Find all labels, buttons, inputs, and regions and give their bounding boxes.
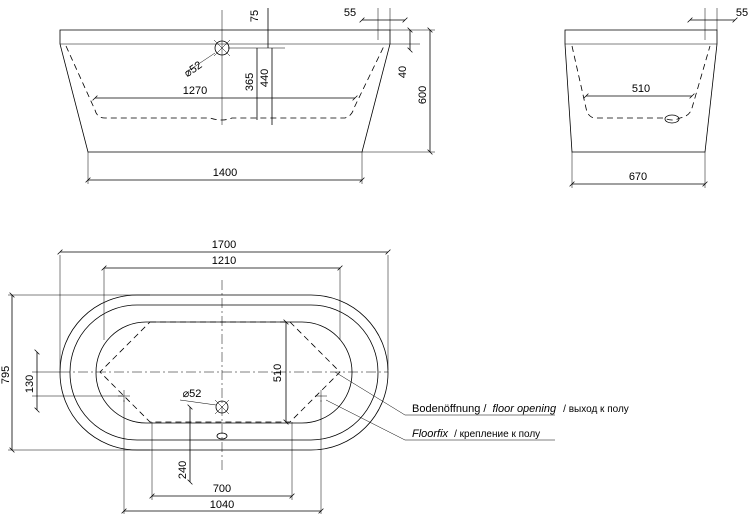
dim-side-rim-gap: 55 [736, 7, 748, 19]
front-inner-basin [65, 45, 385, 121]
plan-outer-outline [59, 294, 389, 451]
dim-front-rim-gap: 55 [344, 7, 356, 19]
floorfix-label: Floorfix / крепление к полу [412, 428, 540, 440]
dim-drain-height: 365 [244, 73, 256, 91]
dim-plan-drain-dia: ⌀52 [183, 388, 202, 400]
plan-inner-rim [69, 304, 379, 441]
dim-foot-spacing: 130 [24, 375, 36, 393]
floor-opening-ru: / выход к полу [563, 404, 629, 415]
dim-inner-length: 1270 [183, 85, 207, 97]
floorfix-ru: / крепление к полу [454, 429, 540, 440]
dim-foot-length-outer: 1040 [210, 499, 234, 511]
dim-side-inner-width: 510 [632, 83, 650, 95]
dim-outer-length: 1400 [213, 167, 237, 179]
dim-inner-height: 440 [259, 69, 271, 87]
dim-rim-height: 40 [397, 66, 409, 78]
plan-view: ⌀52 1700 1210 795 130 510 240 70 [0, 239, 629, 514]
dim-total-length: 1700 [212, 239, 236, 251]
dim-top-offset: 75 [249, 10, 261, 22]
dim-side-outer-width: 670 [629, 171, 647, 183]
floorfix-de: Floorfix [412, 428, 449, 440]
dim-foot-length-inner: 700 [213, 483, 231, 495]
front-view: 75 ⌀52 365 440 1270 1400 55 40 600 [59, 7, 435, 184]
dim-total-width: 795 [0, 366, 12, 384]
floor-opening-label: Bodenöffnung / floor opening / выход к п… [412, 403, 629, 415]
dim-inner-length-plan: 1210 [212, 255, 236, 267]
side-inner-basin [571, 45, 711, 121]
dim-inner-width-plan: 510 [272, 364, 284, 382]
dim-total-height: 600 [417, 86, 429, 104]
plan-drain-circle [215, 400, 229, 414]
floor-opening-en: floor opening [492, 403, 556, 415]
dim-drain-offset: 240 [177, 461, 189, 479]
floor-opening-de: Bodenöffnung / [412, 403, 487, 415]
front-tub-outline [59, 29, 391, 153]
side-view: 510 670 55 [564, 7, 748, 188]
